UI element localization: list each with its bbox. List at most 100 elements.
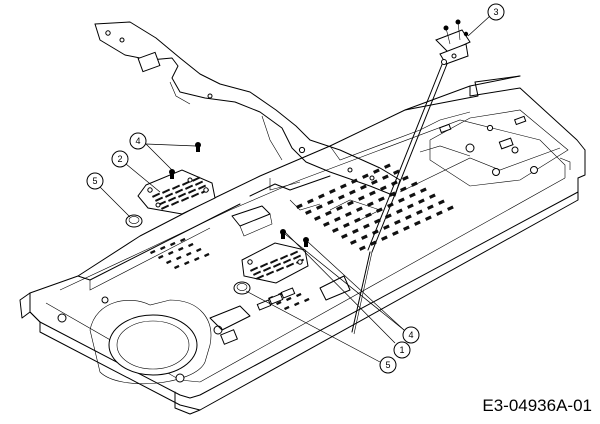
vent-slot	[279, 254, 289, 260]
grating-slot	[323, 221, 330, 227]
deck-cutout	[57, 296, 239, 385]
grating-slot	[354, 217, 361, 223]
grating-slot	[349, 189, 356, 195]
grating-slot	[340, 183, 347, 189]
grating-slot	[307, 198, 314, 204]
callout-2: 2	[111, 150, 161, 193]
vent-slot	[275, 266, 285, 272]
floor-slot	[194, 256, 200, 262]
vent-slot	[198, 184, 207, 190]
grating-slot	[381, 235, 388, 241]
floor-slot	[294, 301, 300, 307]
grating-slot	[362, 173, 369, 179]
floor-slot	[184, 260, 190, 266]
vent-slot	[249, 266, 259, 272]
vent-slot	[195, 180, 204, 186]
grating-slot	[296, 203, 303, 209]
grating-slot	[420, 187, 427, 193]
upper-bracket-rail	[94, 21, 401, 197]
grating-slot	[314, 215, 321, 221]
grating-slot	[338, 194, 345, 200]
grating-slot	[407, 203, 414, 209]
grating-slot	[367, 201, 374, 207]
vent-slot	[187, 188, 197, 194]
vent-slot	[256, 274, 265, 280]
floor-slot	[186, 251, 192, 257]
grating-slot	[409, 192, 416, 198]
vent-slot	[181, 196, 190, 202]
grating-slot	[363, 223, 370, 229]
floor-slot	[304, 297, 310, 303]
grating-slot	[345, 211, 352, 217]
svg-text:3: 3	[493, 7, 498, 17]
svg-text:1: 1	[399, 345, 404, 355]
grating-slot	[380, 185, 387, 191]
grating-slot	[389, 191, 396, 197]
vent-slot	[175, 188, 184, 194]
grating-slot	[347, 200, 354, 206]
floor-slot	[296, 292, 302, 298]
vent-slot	[182, 180, 191, 186]
floor-slot	[204, 252, 210, 258]
svg-text:5: 5	[385, 360, 390, 370]
floor-slot	[276, 300, 282, 306]
frame-channels	[77, 145, 561, 291]
grating-slot	[383, 224, 390, 230]
grating-slot	[374, 218, 381, 224]
callout-5-upper: 5	[86, 172, 131, 218]
vent-slot	[152, 192, 161, 198]
vent-slot	[185, 184, 194, 190]
grating-slot	[359, 245, 366, 251]
grating-slot	[370, 240, 377, 246]
vent-slot	[192, 176, 201, 182]
floor-slot	[168, 250, 174, 256]
grating-slot	[438, 199, 445, 205]
grating-slot	[358, 195, 365, 201]
grating-slot	[436, 210, 443, 216]
grating-slot	[361, 234, 368, 240]
callout-5-lower: 5	[245, 290, 397, 374]
grating-slot	[352, 228, 359, 234]
grating-slot	[334, 216, 341, 222]
floor-slot	[174, 264, 180, 270]
vent-slot	[273, 262, 282, 268]
grating-slot	[336, 205, 343, 211]
vent-plate-right	[241, 242, 309, 284]
svg-text:2: 2	[117, 154, 122, 164]
grating-slot	[411, 181, 418, 187]
grating-slot	[416, 209, 423, 215]
vent-slot	[269, 258, 279, 264]
grating-slot	[402, 175, 409, 181]
grating-slot	[425, 215, 432, 221]
grating-slot	[327, 199, 334, 205]
vent-slot	[260, 262, 269, 268]
grating-slot	[351, 178, 358, 184]
grating-slot	[341, 233, 348, 239]
grating-slot	[393, 169, 400, 175]
svg-text:4: 4	[408, 330, 413, 340]
grating-slot	[350, 239, 357, 245]
floor-slot	[178, 246, 184, 252]
grating-slot	[384, 163, 391, 169]
vent-slot	[165, 192, 174, 198]
callout-1: 1	[284, 231, 411, 359]
floor-slot	[180, 237, 186, 243]
callout-4-lower: 4	[284, 233, 420, 344]
vent-slot	[155, 196, 164, 202]
floor-slot	[150, 249, 156, 255]
floor-slot	[158, 254, 164, 260]
plug-upper	[125, 214, 143, 228]
grating-slot	[400, 186, 407, 192]
vent-slot	[160, 204, 170, 210]
grating-slot	[356, 206, 363, 212]
vent-slot	[172, 184, 181, 190]
floor-slot	[170, 241, 176, 247]
svg-text:4: 4	[135, 136, 140, 146]
grating-slot	[369, 190, 376, 196]
callout-3: 3	[467, 3, 505, 37]
floor-slot	[196, 247, 202, 253]
vent-plate-left	[137, 169, 216, 215]
grating-slot	[427, 204, 434, 210]
floor-slot	[284, 305, 290, 311]
grating-slot	[343, 222, 350, 228]
